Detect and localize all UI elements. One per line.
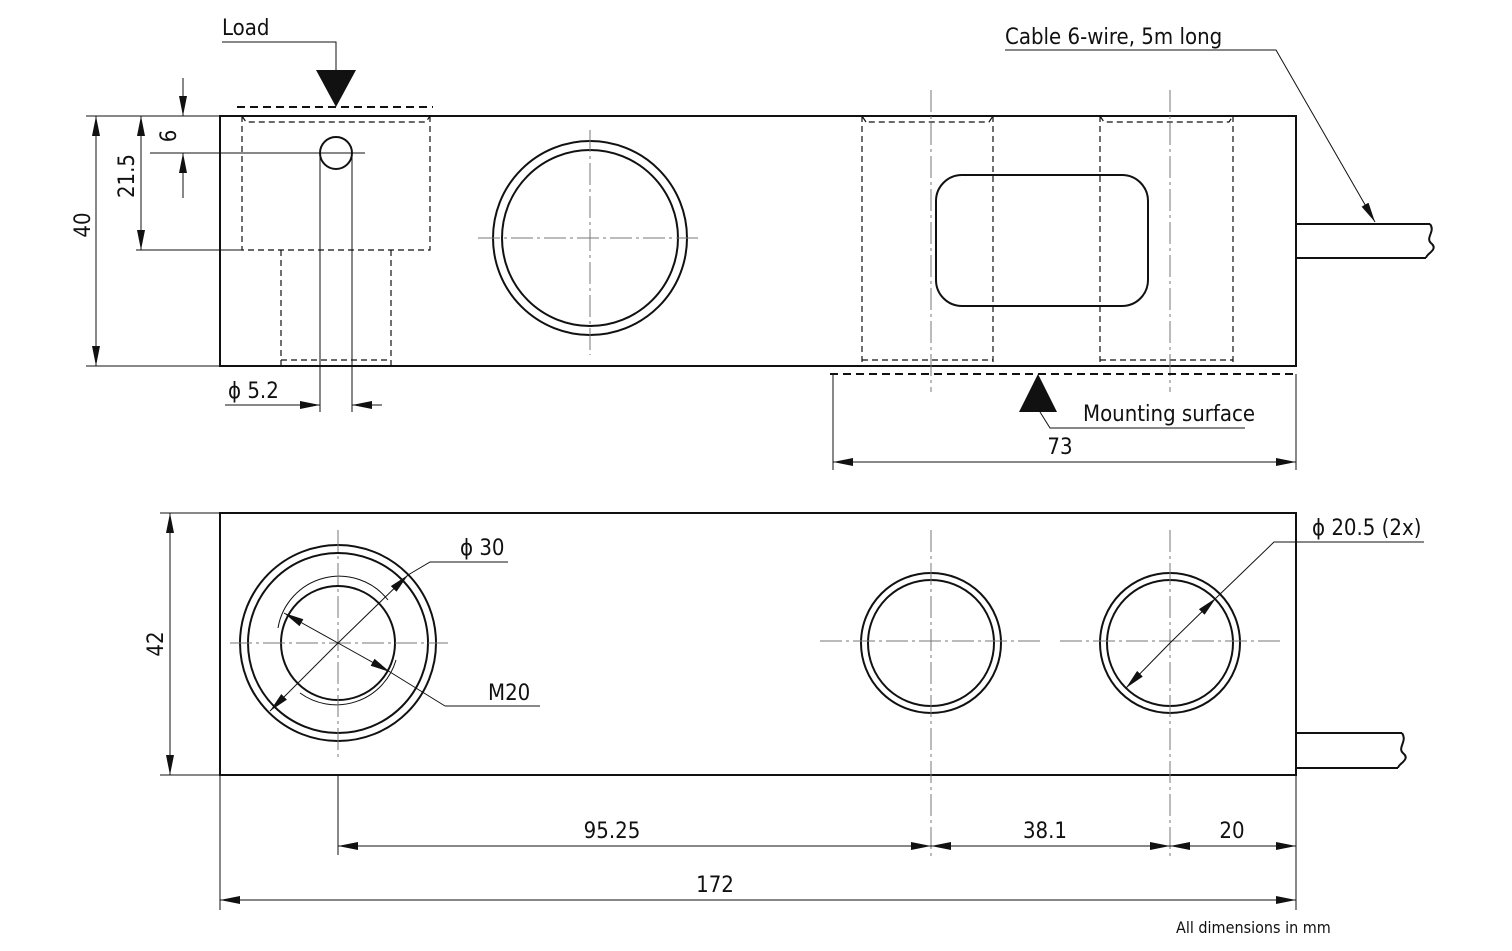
thread-m20-label: M20 [488, 681, 530, 706]
dim-phi-20-5: ϕ 20.5 (2x) [1312, 516, 1421, 541]
cable-side [1296, 223, 1435, 259]
gauge-pocket [935, 174, 1149, 307]
dim-95-25: 95.25 [584, 819, 641, 844]
dim-20: 20 [1219, 819, 1244, 844]
thread-arc [277, 575, 397, 706]
mounting-arrow-icon [1019, 374, 1057, 412]
side-body-outline [219, 115, 1297, 367]
hidden-bore [241, 115, 431, 251]
cable-label: Cable 6-wire, 5m long [1005, 25, 1222, 50]
dim-phi-5-2: ϕ 5.2 [228, 379, 279, 404]
dim-172: 172 [696, 873, 734, 898]
dim-40: 40 [71, 212, 96, 237]
top-view: 42 M20 ϕ 30 ϕ 20.5 (2x) [144, 512, 1424, 937]
dim-38-1: 38.1 [1023, 819, 1067, 844]
load-arrow-icon [316, 70, 356, 107]
top-body-outline [219, 512, 1297, 776]
load-leader [222, 41, 337, 70]
load-label: Load [222, 16, 269, 41]
cable-top [1296, 732, 1407, 769]
dim-6: 6 [157, 130, 182, 143]
dim-21-5: 21.5 [115, 154, 140, 198]
hidden-thread [280, 250, 392, 366]
footnote: All dimensions in mm [1176, 918, 1331, 937]
dim-73: 73 [1047, 435, 1072, 460]
mounting-surface-label: Mounting surface [1083, 402, 1255, 427]
dim-phi-30: ϕ 30 [460, 536, 505, 561]
dim-42: 42 [144, 631, 169, 656]
side-view: Load 6 21.5 40 ϕ 5.2 [71, 16, 1435, 470]
